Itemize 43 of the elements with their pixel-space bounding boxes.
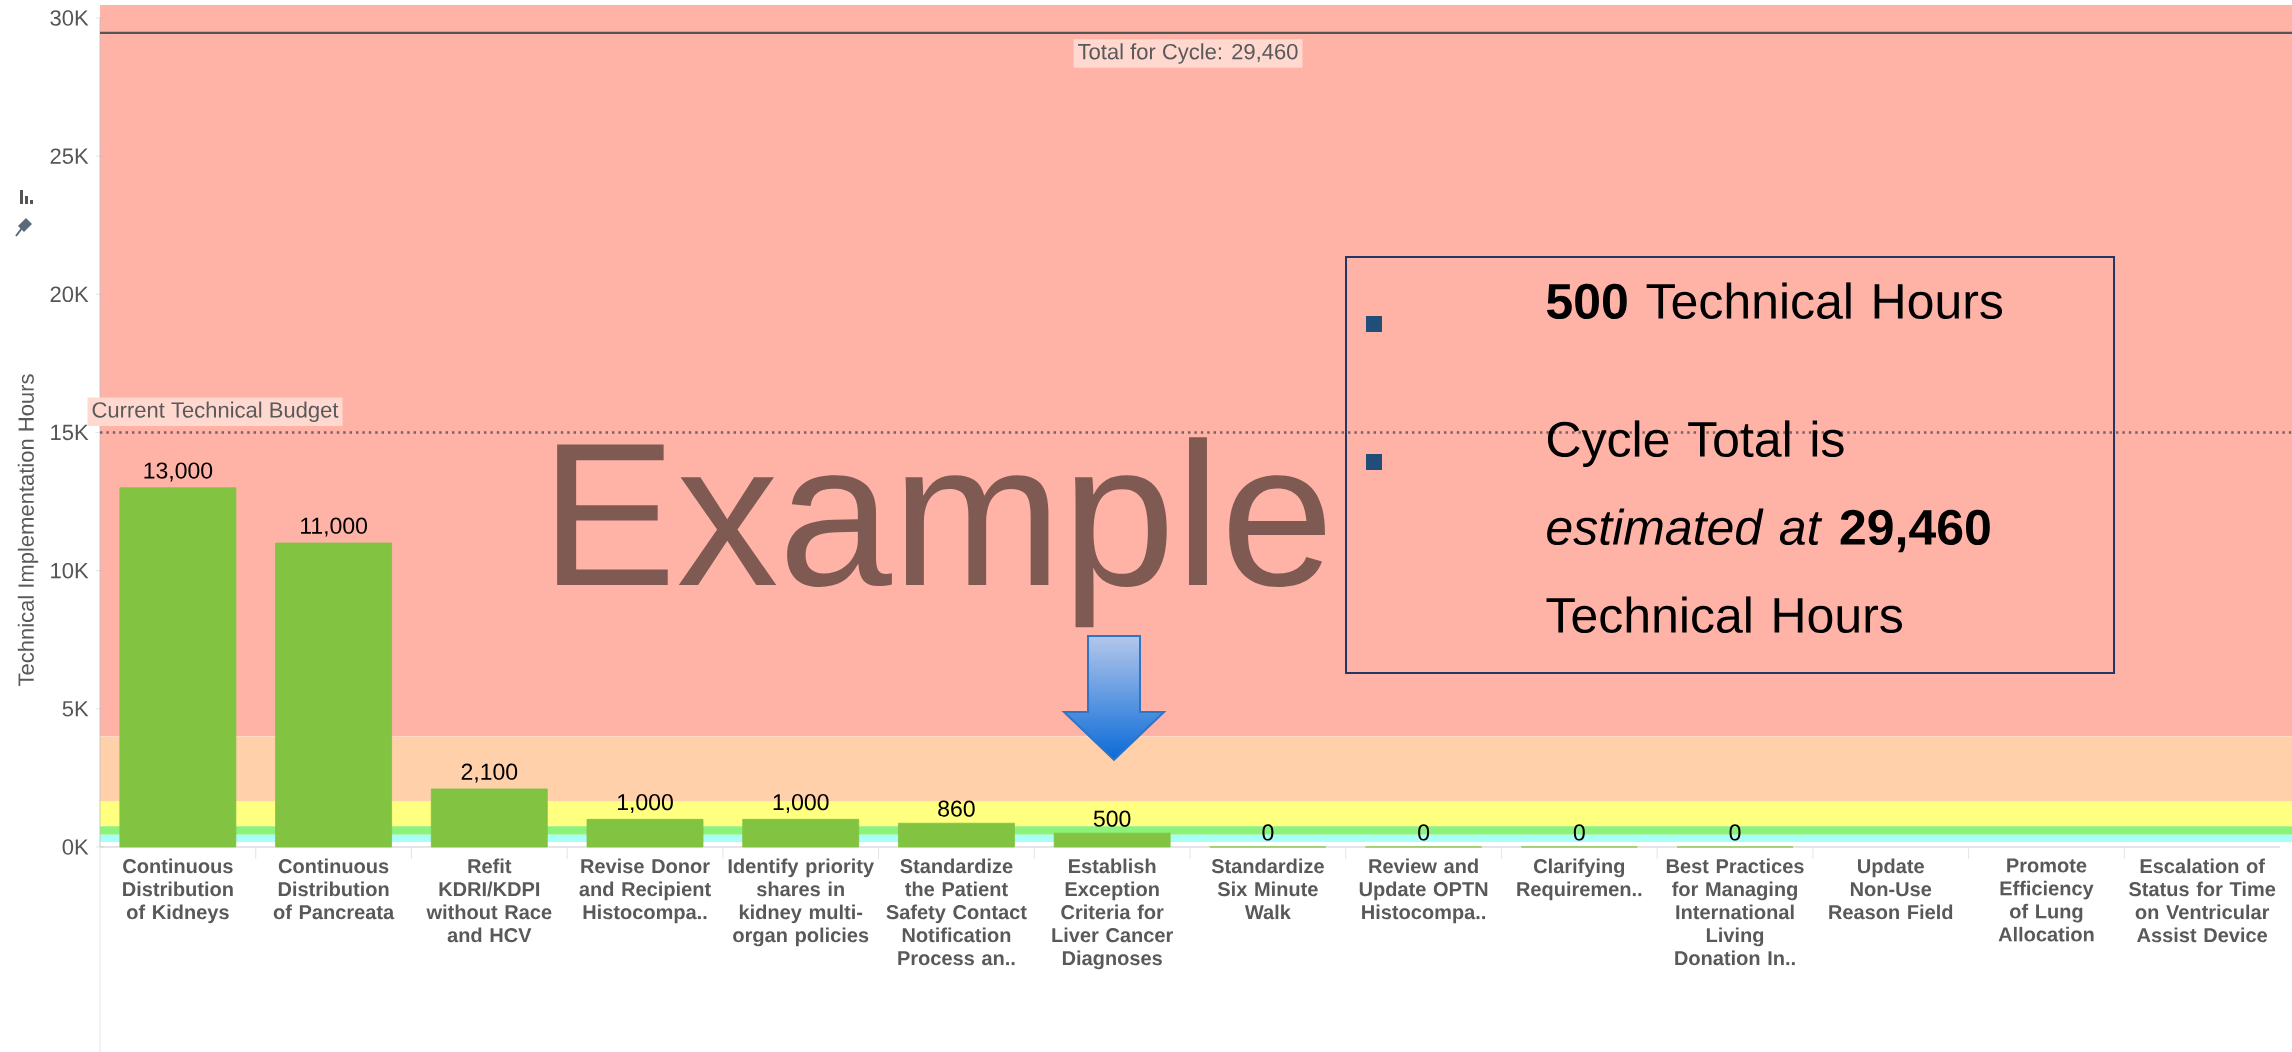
y-tick-label: 5K (62, 701, 89, 717)
text-box: 500 Technical Hours Cycle Total is estimated at 29,460 Technical Hours (1345, 256, 2115, 674)
x-tick-label: Refit KDRI/KDPI without Race and HCV (426, 858, 552, 943)
y-tick-label: 30K (50, 10, 89, 26)
reference-line-label: Total for Cycle: 29,460 (1073, 39, 1303, 68)
x-tick-label: Standardize Six Minute Walk (1211, 858, 1324, 920)
value-label: 1,000 (618, 794, 673, 813)
reference-line-label: Current Technical Budget (87, 397, 343, 427)
value-label: 0 (1729, 824, 1741, 841)
x-tick-label: Clarifying Requiremen.. (1517, 858, 1642, 901)
value-label: 500 (1093, 810, 1131, 827)
bar (430, 788, 548, 848)
x-tick-label: Identify priority shares in kidney multi-organ policies (728, 858, 874, 947)
x-tick-label: Best Practices for Managing International Living Donation In.. (1666, 858, 1804, 966)
value-label: 0 (1262, 824, 1274, 841)
x-tick-label: Revise Donor and Recipient Histocompa.. (579, 858, 711, 924)
value-label: 11,000 (301, 517, 367, 537)
bar (275, 542, 392, 848)
value-label: 0 (1573, 824, 1585, 841)
value-label: 13,000 (144, 462, 213, 482)
bar (1053, 832, 1171, 848)
bar (586, 818, 704, 848)
x-tick-label: Update Non-Use Reason Field (1829, 858, 1953, 920)
x-tick-label: Establish Exception Criteria for Liver Cancer Diagnoses (1052, 858, 1173, 970)
value-label: 0 (1418, 824, 1430, 841)
bar (742, 818, 860, 848)
x-tick-label: Review and Update OPTN Histocompa.. (1359, 858, 1488, 924)
bar (119, 487, 237, 848)
y-tick-label: 25K (50, 148, 89, 164)
y-tick-label: 20K (50, 286, 89, 303)
value-label: 860 (938, 800, 975, 817)
axis-title: Technical Implementation Hours (17, 374, 39, 686)
x-tick-label: Continuous Distribution of Kidneys (123, 858, 233, 924)
bar (898, 822, 1015, 848)
y-tick-label: 15K (51, 424, 89, 441)
value-label: 2,100 (461, 763, 518, 783)
x-tick-label: Continuous Distribution of Pancreata (273, 858, 395, 920)
x-tick-label: Promote Efficiency of Lung Allocation (1998, 858, 2094, 942)
y-tick-label: 0K (62, 839, 89, 855)
x-tick-label: Standardize the Patient Safety Contact Notification Process an.. (886, 858, 1027, 966)
x-tick-label: Escalation of Status for Time on Ventricular Assist Device (2129, 858, 2276, 943)
y-tick-label: 10K (51, 562, 89, 579)
value-label: 1,000 (773, 794, 829, 813)
